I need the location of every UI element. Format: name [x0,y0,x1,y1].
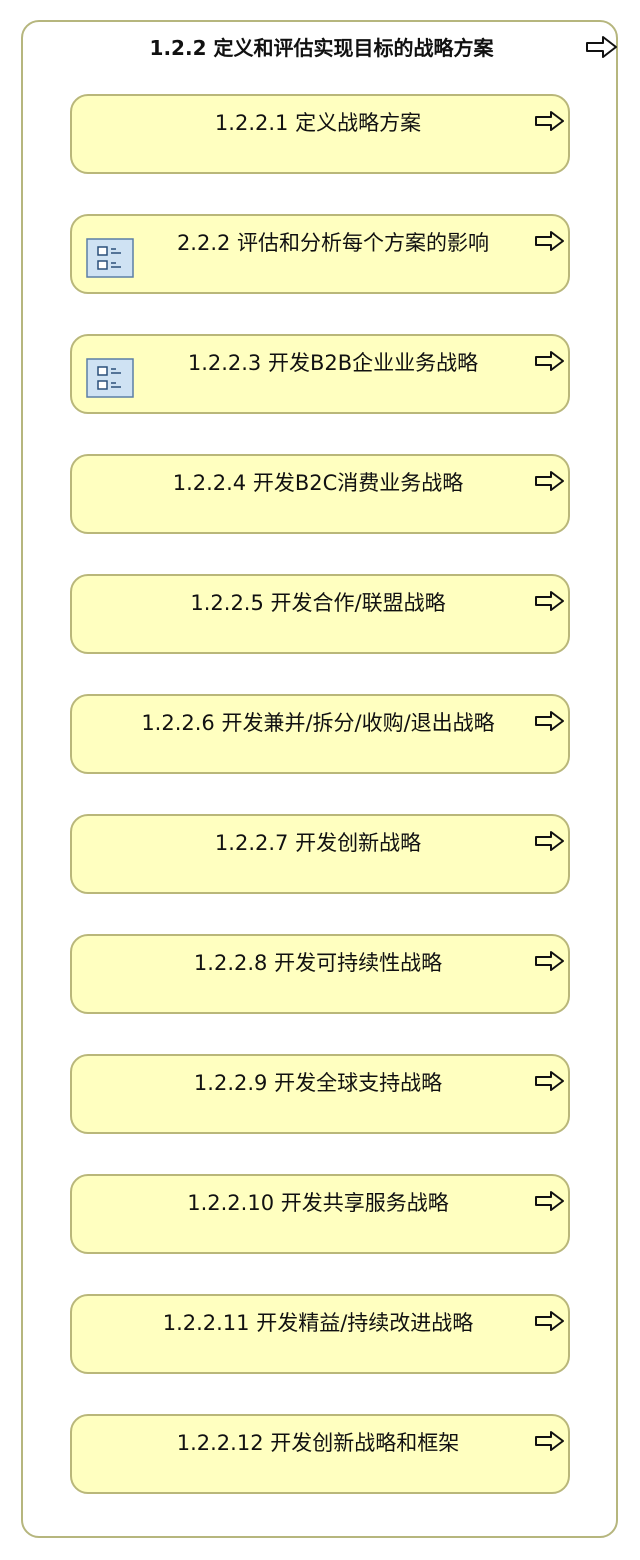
process-card-label: 1.2.2.5 开发合作/联盟战略 [190,591,446,615]
arrow-right-outline-icon[interactable] [534,350,566,372]
arrow-right-outline-icon[interactable] [534,950,566,972]
process-group-container: 1.2.2 定义和评估实现目标的战略方案 1.2.2.1 定义战略方案 2.2.2… [21,20,618,1538]
process-card[interactable]: 1.2.2.7 开发创新战略 [70,814,570,894]
process-card[interactable]: 1.2.2.8 开发可持续性战略 [70,934,570,1014]
arrow-right-outline-icon[interactable] [534,1310,566,1332]
arrow-right-outline-icon[interactable] [534,1190,566,1212]
process-card[interactable]: 1.2.2.1 定义战略方案 [70,94,570,174]
arrow-right-outline-icon[interactable] [534,710,566,732]
process-card-label: 1.2.2.1 定义战略方案 [214,111,422,135]
subprocess-list-icon[interactable] [86,238,134,278]
process-card[interactable]: 1.2.2.5 开发合作/联盟战略 [70,574,570,654]
process-card[interactable]: 2.2.2 评估和分析每个方案的影响 [70,214,570,294]
process-card[interactable]: 1.2.2.9 开发全球支持战略 [70,1054,570,1134]
process-card-label: 1.2.2.10 开发共享服务战略 [187,1191,449,1215]
arrow-right-outline-icon[interactable] [534,470,566,492]
arrow-right-outline-icon[interactable] [534,1070,566,1092]
process-card[interactable]: 1.2.2.12 开发创新战略和框架 [70,1414,570,1494]
arrow-right-outline-icon[interactable] [534,110,566,132]
group-title: 1.2.2 定义和评估实现目标的战略方案 [149,36,494,60]
process-card-label: 1.2.2.8 开发可持续性战略 [193,951,443,975]
arrow-right-outline-icon[interactable] [534,830,566,852]
process-card-label: 1.2.2.11 开发精益/持续改进战略 [162,1311,474,1335]
process-card-label: 1.2.2.12 开发创新战略和框架 [176,1431,460,1455]
arrow-right-outline-icon[interactable] [534,590,566,612]
process-card-label: 1.2.2.6 开发兼并/拆分/收购/退出战略 [141,711,495,735]
process-card[interactable]: 1.2.2.3 开发B2B企业业务战略 [70,334,570,414]
process-card-label: 1.2.2.9 开发全球支持战略 [193,1071,443,1095]
process-card[interactable]: 1.2.2.4 开发B2C消费业务战略 [70,454,570,534]
process-card-label: 1.2.2.7 开发创新战略 [214,831,422,855]
process-card-label: 1.2.2.4 开发B2C消费业务战略 [172,471,464,495]
arrow-right-outline-icon[interactable] [534,230,566,252]
arrow-right-outline-icon[interactable] [585,35,619,59]
process-card[interactable]: 1.2.2.10 开发共享服务战略 [70,1174,570,1254]
subprocess-list-icon[interactable] [86,358,134,398]
arrow-right-outline-icon[interactable] [534,1430,566,1452]
process-card-label: 2.2.2 评估和分析每个方案的影响 [176,231,490,255]
process-card[interactable]: 1.2.2.6 开发兼并/拆分/收购/退出战略 [70,694,570,774]
process-card[interactable]: 1.2.2.11 开发精益/持续改进战略 [70,1294,570,1374]
process-card-label: 1.2.2.3 开发B2B企业业务战略 [187,351,479,375]
